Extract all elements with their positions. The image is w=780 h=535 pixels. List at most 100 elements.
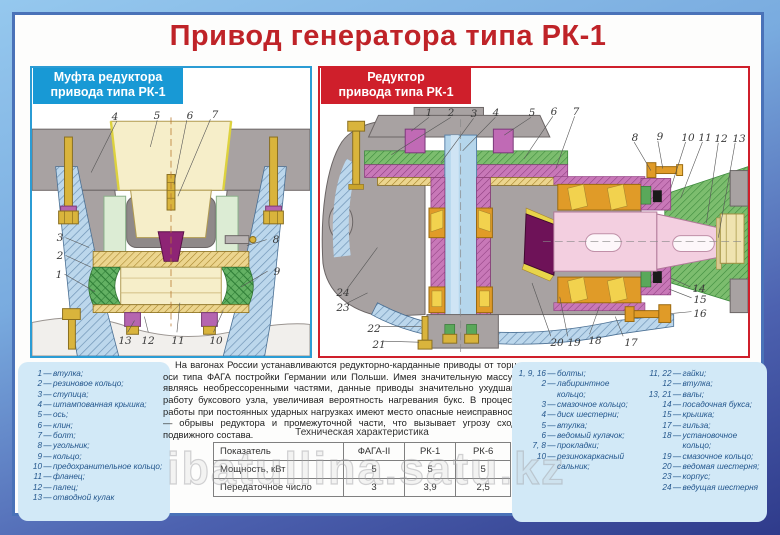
callout-8: 8 — [272, 234, 280, 246]
legend-item-dash: — — [43, 389, 52, 399]
legend-item: 10—предохранительное кольцо; — [20, 462, 166, 472]
bevel-gear — [521, 207, 559, 282]
legend-item-dash: — — [672, 389, 682, 399]
side-bolts — [58, 136, 284, 225]
coupling-diagram — [32, 68, 310, 356]
legend-item-dash: — — [547, 399, 556, 409]
callout-6: 6 — [186, 110, 194, 122]
legend-item-text: палец; — [53, 482, 79, 492]
callout-3: 3 — [56, 232, 64, 244]
reducer-header-line1: Редуктор — [367, 70, 425, 84]
left-bolt — [347, 120, 366, 190]
table-header-cell: РК-1 — [403, 442, 457, 461]
legend-item-dash: — — [672, 451, 682, 461]
table-cell: Мощность, кВт — [212, 460, 345, 479]
right-bolts — [624, 162, 684, 323]
legend-item-number: 11, 22 — [649, 369, 672, 378]
legend-item-number: 19 — [662, 451, 672, 461]
legend-item: 24—ведущая шестерня — [640, 483, 764, 493]
legend-item-number: 5 — [37, 410, 42, 420]
coupling-header-line2: привода типа РК-1 — [50, 85, 166, 100]
callout-12: 12 — [714, 133, 728, 145]
legend-item-text: крышка; — [682, 410, 715, 420]
legend-item-text: ведомый кулачок; — [557, 430, 625, 440]
legend-item-number: 18 — [662, 430, 672, 440]
legend-item-dash: — — [672, 410, 682, 420]
legend-item: 6—ведомый кулачок; — [514, 431, 638, 441]
legend-item-text: предохранительное кольцо; — [53, 461, 163, 471]
angle-bracket — [224, 235, 257, 245]
legend-item-text: втулка; — [682, 379, 713, 389]
callout-7: 7 — [211, 109, 219, 121]
callout-16: 16 — [693, 308, 707, 320]
reducer-header-line2: привода типа РК-1 — [338, 85, 454, 100]
legend-item-text: валы; — [682, 389, 704, 399]
legend-item-text: смазочное кольцо; — [682, 451, 754, 461]
callout-10: 10 — [681, 132, 695, 144]
centerlines — [460, 119, 747, 353]
legend-item: 5—ось; — [20, 410, 166, 420]
table-header-cell: РК-6 — [455, 442, 511, 461]
callout-5: 5 — [528, 107, 536, 119]
callout-9: 9 — [656, 131, 664, 143]
legend-item-dash: — — [547, 430, 556, 440]
legend-item: 18—установочное кольцо; — [640, 431, 764, 452]
legend-item: 23—корпус; — [640, 472, 764, 482]
poster-page: Привод генератора типа РК-1 — [12, 12, 767, 522]
legend-item-text: резинокаркасный сальник; — [557, 451, 625, 471]
leader-lines — [64, 119, 268, 333]
legend-item-dash: — — [43, 472, 52, 482]
callout-7: 7 — [572, 106, 580, 118]
legend-item-dash: — — [547, 420, 556, 430]
legend-item-number: 4 — [541, 410, 546, 420]
legend-item-number: 24 — [662, 482, 672, 492]
legend-item-text: диск шестерни; — [557, 410, 619, 420]
legend-item-text: болт; — [53, 430, 76, 440]
legend-item: 7—болт; — [20, 431, 166, 441]
rubber-rings — [88, 266, 254, 306]
callout-15: 15 — [693, 294, 707, 306]
legend-item-dash: — — [547, 379, 556, 389]
legend-item-text: резиновое кольцо; — [53, 379, 124, 389]
legend-item-text: смазочное кольцо; — [557, 399, 628, 409]
callout-2: 2 — [56, 250, 64, 262]
legend-item-number: 20 — [662, 461, 672, 471]
legend-item-number: 11 — [33, 472, 43, 482]
callout-1: 1 — [425, 107, 433, 119]
callout-1: 1 — [55, 269, 63, 281]
legend-item: 15—крышка; — [640, 410, 764, 420]
reducer-panel-header: Редуктор привода типа РК-1 — [321, 68, 471, 104]
legend-item-number: 10 — [536, 451, 546, 461]
legend-item-dash: — — [547, 369, 556, 378]
legend-item-number: 3 — [541, 399, 546, 409]
legend-item: 11—фланец; — [20, 472, 166, 482]
legend-item-dash: — — [672, 482, 682, 492]
legend-item-number: 7, 8 — [532, 441, 546, 451]
legend-item: 4—штампованная крышка; — [20, 400, 166, 410]
legend-item-number: 10 — [32, 461, 42, 471]
legend-item: 11, 22—гайки; — [640, 369, 764, 379]
callout-18: 18 — [588, 335, 602, 347]
legend-item: 12—палец; — [20, 483, 166, 493]
legend-item-number: 13 — [32, 492, 42, 502]
legend-item-text: отводной кулак — [53, 492, 115, 502]
callout-11: 11 — [698, 132, 712, 144]
legend-item-dash: — — [43, 379, 52, 389]
callout-8: 8 — [631, 132, 639, 144]
legend-item-text: втулка; — [53, 369, 84, 378]
table-cell: Передаточное число — [212, 478, 345, 497]
legend-item-number: 17 — [662, 420, 672, 430]
legend-item-dash: — — [547, 441, 556, 451]
table-header-cell: ФАГА-II — [343, 442, 405, 461]
leader-lines — [347, 116, 736, 343]
legend-item-text: ведомая шестерня; — [682, 461, 760, 471]
legend-item-number: 2 — [37, 379, 42, 389]
legend-item-dash: — — [43, 451, 52, 461]
legend-item-dash: — — [43, 430, 52, 440]
